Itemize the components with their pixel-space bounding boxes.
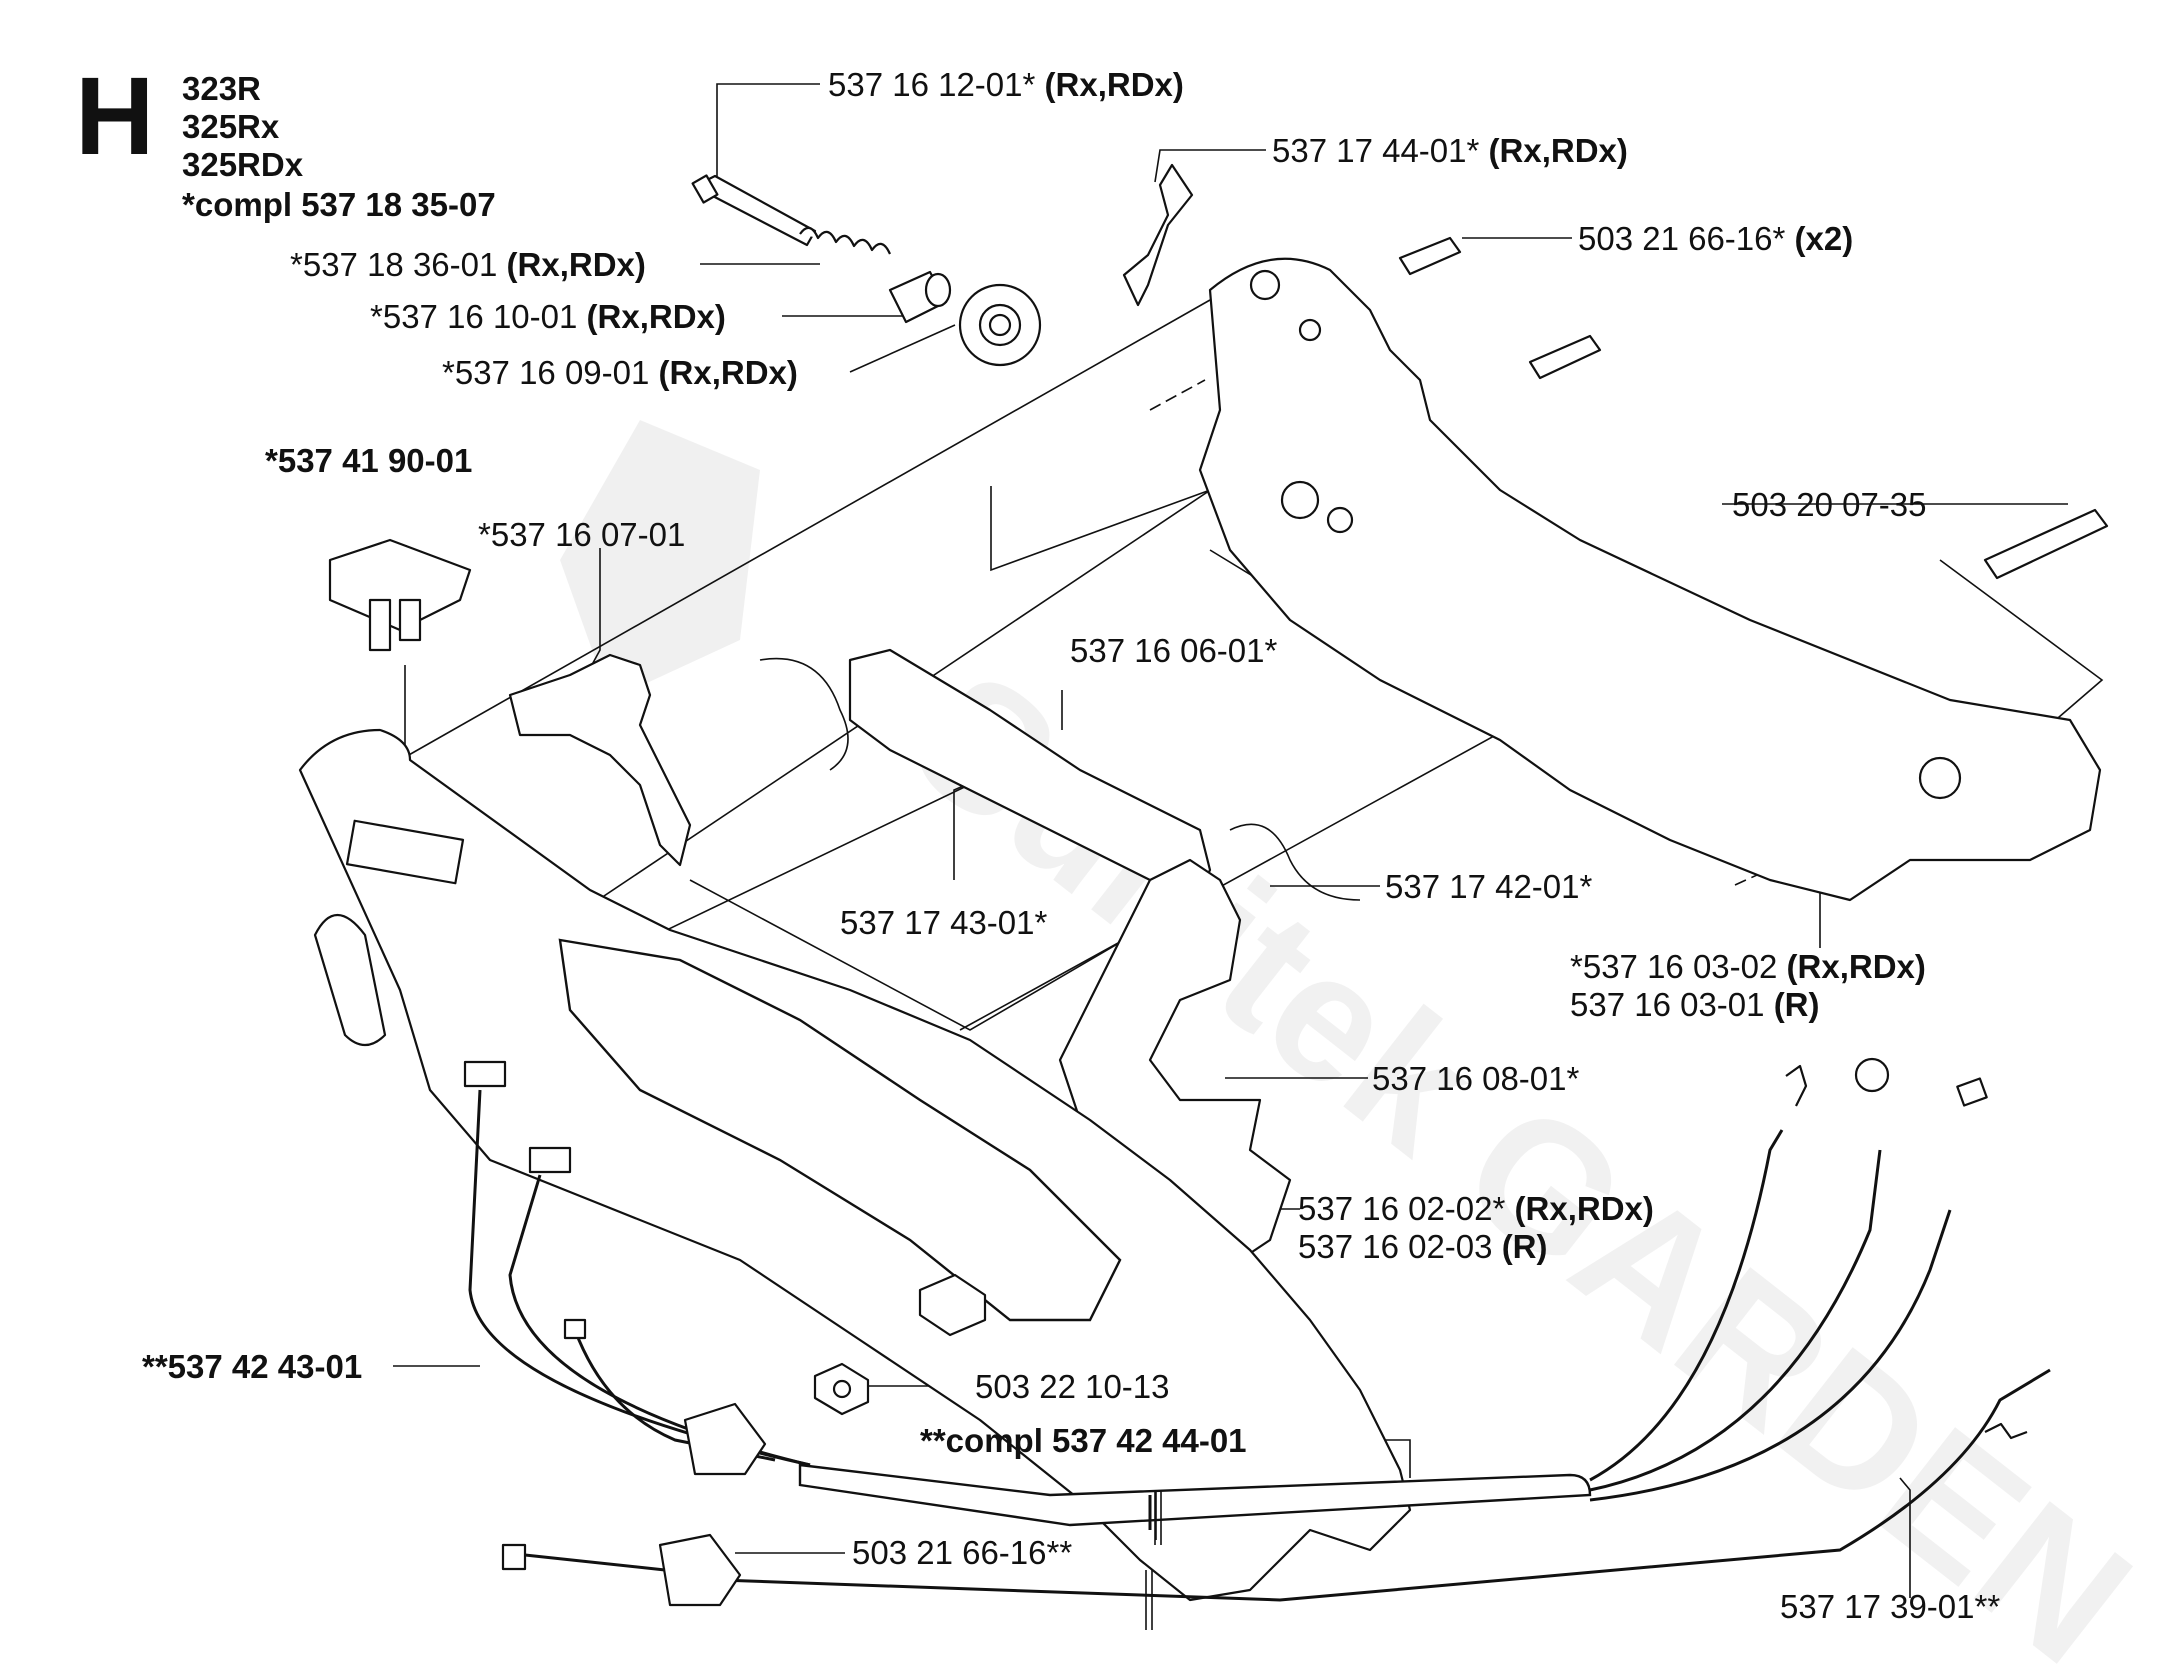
- housing-hole-2: [1298, 318, 1322, 342]
- model-325rx: 325Rx: [182, 108, 280, 145]
- callout-537-16-02-02: 537 16 02-02* (Rx,RDx): [1298, 1192, 1654, 1225]
- callout-537-17-44-01: 537 17 44-01* (Rx,RDx): [1272, 134, 1628, 167]
- callout-537-17-43-01: 537 17 43-01*: [840, 906, 1047, 939]
- callout-503-22-10-13: 503 22 10-13: [975, 1370, 1170, 1403]
- callout-503-21-66-16-dbl: 503 21 66-16**: [852, 1536, 1072, 1569]
- callout-part-number: 537 16 02-03: [1298, 1228, 1493, 1265]
- callout-variant: (R): [1501, 1228, 1548, 1265]
- callout-537-16-09-01: *537 16 09-01 (Rx,RDx): [442, 356, 798, 389]
- callout-part-number: *537 41 90-01: [265, 442, 473, 479]
- callout-part-number: 537 16 08-01*: [1372, 1060, 1580, 1097]
- callout-part-number: 503 20 07-35: [1732, 486, 1927, 523]
- screw-503-21-66-16-b: [1528, 334, 1602, 380]
- handle-housing-right: [1198, 257, 2102, 902]
- model-325rdx: 325RDx: [182, 146, 304, 183]
- housing-hole-4: [1326, 506, 1354, 534]
- stop-switch-part: [328, 538, 472, 652]
- callout-part-number: *537 16 03-02: [1570, 948, 1778, 985]
- callout-variant: (x2): [1794, 220, 1854, 257]
- callout-537-16-10-01: *537 16 10-01 (Rx,RDx): [370, 300, 726, 333]
- screw-503-20-07-35: [1983, 508, 2109, 580]
- callout-part-number: 503 21 66-16*: [1578, 220, 1786, 257]
- callout-part-number: *537 18 36-01: [290, 246, 498, 283]
- callout-part-number: *537 16 07-01: [478, 516, 686, 553]
- wiring-harness: [463, 1057, 2051, 1630]
- callout-503-21-66-16: 503 21 66-16* (x2): [1578, 222, 1853, 255]
- housing-hole-1: [1249, 269, 1281, 301]
- knob-part: [958, 283, 1042, 367]
- callout-part-number: 503 22 10-13: [975, 1368, 1170, 1405]
- callout-537-16-03-02: *537 16 03-02 (Rx,RDx): [1570, 950, 1926, 983]
- hex-nut-socket: [918, 1273, 987, 1337]
- callout-part-number: 537 17 44-01*: [1272, 132, 1480, 169]
- callout-variant: (Rx,RDx): [506, 246, 646, 283]
- callout-537-41-90-01: *537 41 90-01: [265, 444, 472, 477]
- callout-variant: (Rx,RDx): [1488, 132, 1628, 169]
- lockout-lever-part: [508, 653, 692, 867]
- callout-variant: (Rx,RDx): [1044, 66, 1184, 103]
- housing-hole-5: [1918, 756, 1962, 800]
- callout-part-number: 537 17 39-01**: [1780, 1588, 2001, 1625]
- callout-part-number: 537 16 02-02*: [1298, 1190, 1506, 1227]
- callout-part-number: 537 16 12-01*: [828, 66, 1036, 103]
- callout-part-number: *537 16 09-01: [442, 354, 650, 391]
- callout-537-17-39-01: 537 17 39-01**: [1780, 1590, 2000, 1623]
- callout-variant: (R): [1773, 986, 1820, 1023]
- callout-537-16-02-03: 537 16 02-03 (R): [1298, 1230, 1548, 1263]
- callout-537-18-36-01: *537 18 36-01 (Rx,RDx): [290, 248, 646, 281]
- callout-537-16-06-01: 537 16 06-01*: [1070, 634, 1277, 667]
- callout-part-number: **compl 537 42 44-01: [920, 1422, 1247, 1459]
- section-letter: H: [75, 55, 155, 178]
- callout-part-number: **537 42 43-01: [142, 1348, 363, 1385]
- callout-variant: (Rx,RDx): [1514, 1190, 1654, 1227]
- compl-note: *compl 537 18 35-07: [182, 186, 496, 223]
- callout-part-number: 537 17 42-01*: [1385, 868, 1593, 905]
- callout-part-number: 537 17 43-01*: [840, 904, 1048, 941]
- callout-part-number: 537 16 06-01*: [1070, 632, 1278, 669]
- torsion-spring-1: [759, 657, 849, 771]
- callout-537-17-42-01: 537 17 42-01*: [1385, 870, 1592, 903]
- screw-part: [691, 174, 817, 247]
- clip-part: [1122, 163, 1194, 307]
- hex-nut-hole: [832, 1379, 852, 1399]
- watermark-logo: [560, 420, 760, 700]
- callout-compl-537-42-44-01: **compl 537 42 44-01: [920, 1424, 1247, 1457]
- spring-part: [799, 226, 892, 255]
- callout-503-20-07-35: 503 20 07-35: [1732, 488, 1927, 521]
- screw-503-21-66-16-a: [1398, 236, 1462, 276]
- callout-537-16-07-01: *537 16 07-01: [478, 518, 685, 551]
- bushing-part: [888, 270, 952, 324]
- callout-537-42-43-01: **537 42 43-01: [142, 1350, 362, 1383]
- switch-opening: [345, 819, 465, 885]
- callout-537-16-03-01: 537 16 03-01 (R): [1570, 988, 1820, 1021]
- callout-part-number: *537 16 10-01: [370, 298, 578, 335]
- callout-537-16-12-01: 537 16 12-01* (Rx,RDx): [828, 68, 1184, 101]
- housing-hole-3: [1280, 480, 1320, 520]
- callout-variant: (Rx,RDx): [586, 298, 726, 335]
- callout-part-number: 537 16 03-01: [1570, 986, 1765, 1023]
- torsion-spring-2: [1229, 823, 1361, 901]
- callout-variant: (Rx,RDx): [1786, 948, 1926, 985]
- callout-537-16-08-01: 537 16 08-01*: [1372, 1062, 1579, 1095]
- grip-overlay: [558, 938, 1122, 1322]
- housing-emblem: [313, 914, 387, 1047]
- callout-variant: (Rx,RDx): [658, 354, 798, 391]
- callout-part-number: 503 21 66-16**: [852, 1534, 1073, 1571]
- model-323r: 323R: [182, 70, 261, 107]
